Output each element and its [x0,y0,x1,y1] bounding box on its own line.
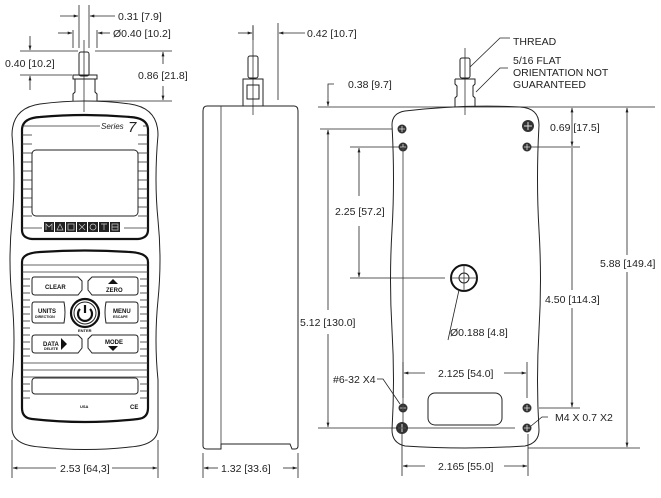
bezel-grille-left [22,134,32,217]
callout-flat-line2: ORIENTATION NOT [513,67,609,79]
dim-shaft-height: 0.86 [21.8] [138,70,188,82]
origin-mark: USA [80,404,89,409]
screw-icon [397,124,407,134]
clear-button-label: CLEAR [45,285,66,291]
screw-icon [522,142,532,152]
side-body-outline [202,105,299,450]
callout-flat-line1: 5/16 FLAT [513,55,562,67]
icon-key-circle [88,222,98,232]
callout-flat-line3: GUARANTEED [513,79,586,91]
callout-thread: THREAD [513,36,557,48]
data-button[interactable]: DATA DELETE [31,334,83,354]
screw-icon [522,120,534,132]
power-icon [76,305,94,322]
lcd-screen [31,149,139,217]
ce-mark: CE [130,405,138,411]
display-bezel: Series 7 [20,113,150,241]
menu-button-sublabel: ESCAPE [113,315,128,319]
zero-button[interactable]: ZERO [87,276,139,296]
front-body-outline [9,100,161,450]
front-shaft [72,40,98,112]
icon-key-row [44,222,120,232]
rear-body-outline [390,105,541,449]
mounting-hole-icon [450,264,478,292]
down-arrow-icon [108,346,118,351]
screw-icon [522,423,532,433]
dim-hole-to-top-screw: 2.25 [57.2] [335,206,385,218]
icon-key-triangle [55,222,65,232]
dim-depth: 1.32 [33.6] [221,463,271,475]
dim-shaft-offset: 0.42 [10.7] [307,28,357,40]
rear-view: THREAD 5/16 FLAT ORIENTATION NOT GUARANT… [300,36,656,476]
brand-label: Series [101,122,124,131]
data-button-label: DATA [43,342,59,348]
rear-screws [396,120,534,434]
dim-collar-diameter: Ø0.40 [10.2] [113,28,171,40]
label-window [31,377,139,395]
callout-hole-diameter: Ø0.188 [4.8] [450,327,508,339]
mode-button-label: MODE [105,340,123,346]
units-button-label: UNITS [38,309,56,315]
mode-button[interactable]: MODE [87,334,139,354]
dim-body-screw-span: 5.12 [130.0] [300,317,356,329]
dim-screw-span-outer: 2.165 [55.0] [438,461,494,473]
keypad-grille [22,264,148,399]
up-arrow-icon [108,279,118,284]
menu-button[interactable]: MENU ESCAPE [104,301,139,324]
dim-overall-width: 2.53 [64,3] [60,463,110,475]
enter-button[interactable]: ENTER [69,297,101,333]
rear-callouts: THREAD 5/16 FLAT ORIENTATION NOT GUARANT… [333,36,613,427]
screw-icon [522,403,532,413]
rear-dimensions: 0.38 [9.7] 0.69 [17.5] 2.25 [57.2] 5.12 … [300,79,656,476]
menu-button-label: MENU [113,309,131,315]
front-view: Series 7 [5,5,188,478]
enter-button-label: ENTER [78,328,92,333]
dim-thread-length: 0.40 [10.2] [5,58,55,70]
icon-key-square [66,222,76,232]
dim-collar-height: 0.38 [9.7] [348,79,392,91]
zero-button-label: ZERO [106,288,123,294]
keypad-panel: CLEAR ZERO UNITS DIRECTION ENTER [20,249,150,424]
dim-top-screw-offset: 0.69 [17.5] [550,122,600,134]
right-arrow-icon [61,338,67,350]
units-button-sublabel: DIRECTION [35,315,55,319]
dim-overall-height: 5.88 [149.4] [600,258,656,270]
clear-button[interactable]: CLEAR [31,276,83,296]
units-button[interactable]: UNITS DIRECTION [31,301,66,324]
dim-shaft-width: 0.31 [7.9] [118,11,162,23]
data-button-sublabel: DELETE [44,347,59,351]
callout-screw-6-32: #6-32 X4 [333,374,376,386]
side-view: 0.42 [10.7] 1.32 [33.6] [202,23,357,478]
callout-screw-m4: M4 X 0.7 X2 [555,412,613,424]
dim-screw-span-inner: 2.125 [54.0] [438,368,494,380]
brand-number: 7 [128,119,137,136]
bezel-grille-right [138,134,148,217]
dim-m4-screw-span: 4.50 [114.3] [545,294,600,306]
front-dimensions: 0.31 [7.9] Ø0.40 [10.2] 0.40 [10.2] 0.86… [5,5,188,478]
rear-label-window [427,392,503,426]
side-dimensions: 0.42 [10.7] 1.32 [33.6] [202,23,357,478]
